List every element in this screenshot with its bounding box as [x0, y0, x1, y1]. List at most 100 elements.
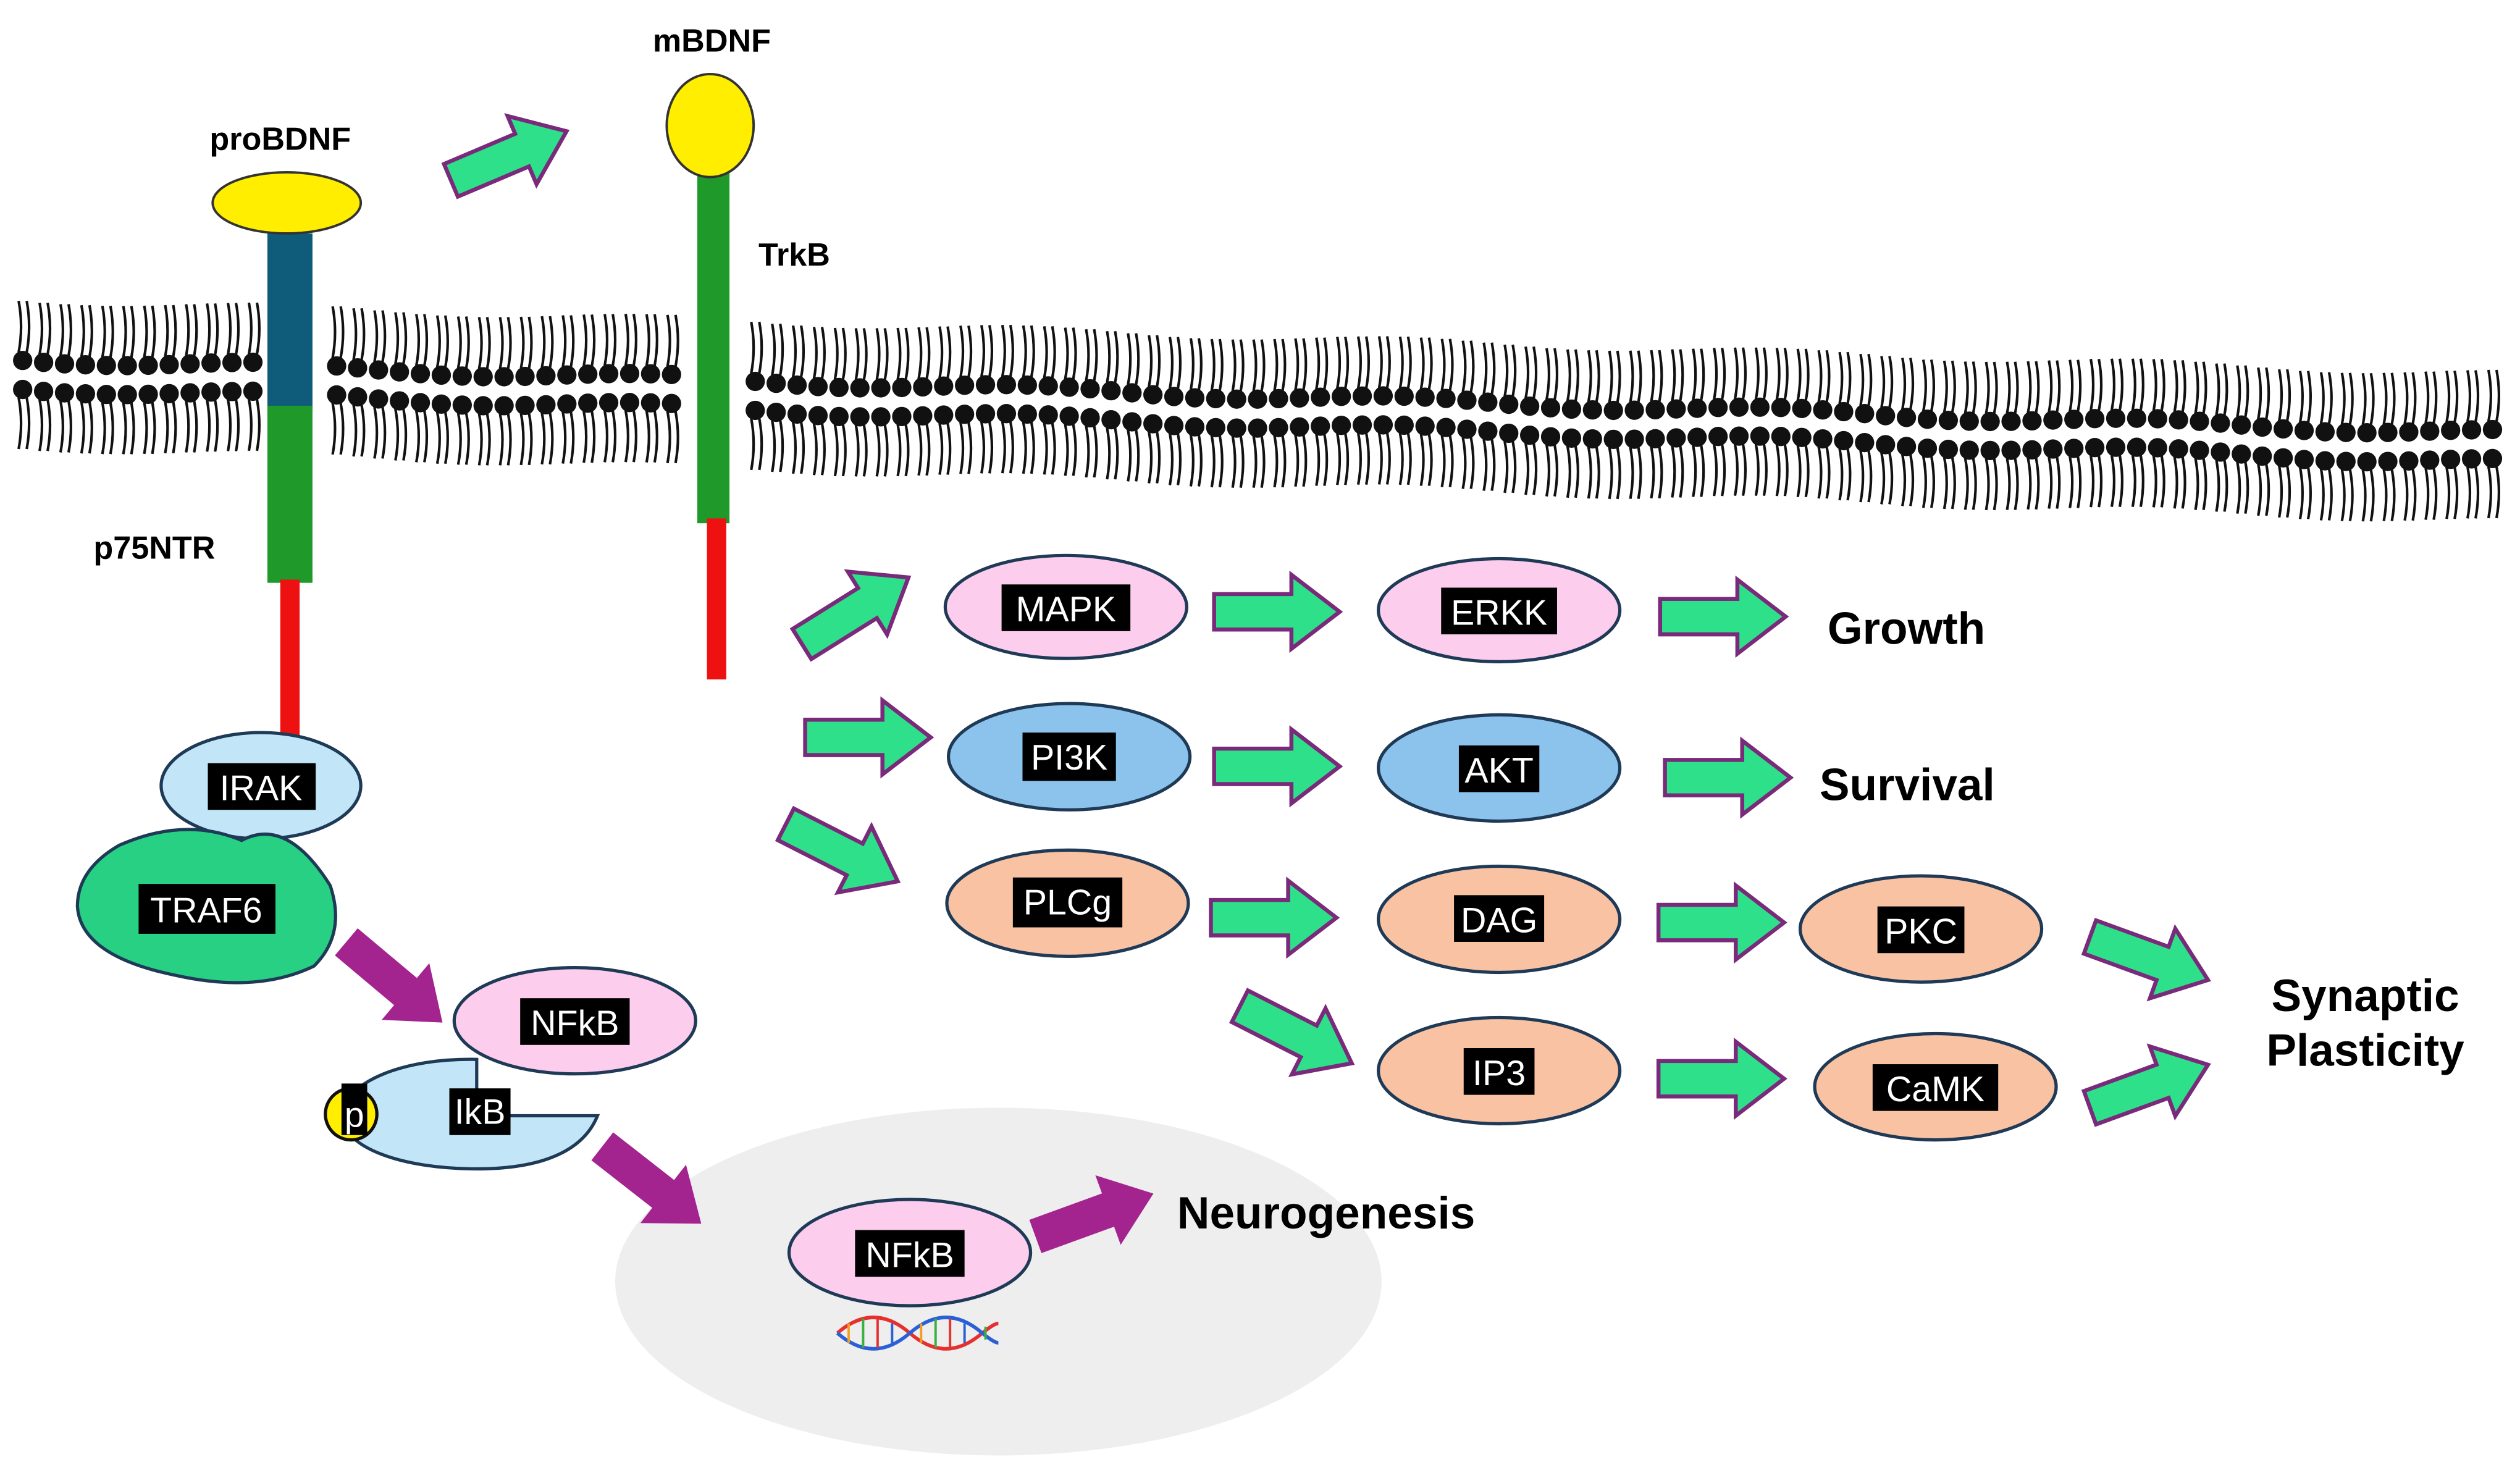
p75ntr-transmembrane-domain — [267, 405, 313, 583]
lipid-molecule — [808, 327, 828, 475]
mbdnf-label: mBDNF — [653, 23, 771, 59]
node-ikb-label: IkB — [455, 1093, 506, 1132]
lipid-molecule — [1604, 351, 1623, 499]
lipid-molecule — [934, 327, 953, 475]
lipid-molecule — [2253, 367, 2272, 516]
lipid-molecule — [1457, 341, 1476, 489]
lipid-molecule — [34, 303, 53, 451]
lipid-molecule — [1499, 345, 1518, 493]
node-nfkb-nucleus-label: NFkB — [865, 1236, 954, 1275]
lipid-molecule — [348, 308, 367, 456]
lipid-molecule — [2483, 370, 2502, 518]
lipid-molecule — [2462, 371, 2481, 519]
lipid-molecule — [2441, 371, 2460, 519]
arrow-erkk-to-growth — [1660, 579, 1786, 653]
lipid-molecule — [390, 313, 409, 461]
arrow-trkb-to-pi3k — [805, 700, 931, 775]
lipid-molecule — [2399, 372, 2418, 521]
lipid-molecule — [1248, 340, 1267, 488]
lipid-molecule — [2064, 360, 2083, 508]
node-plcg: PLCg — [945, 848, 1190, 959]
arrow-traf6-to-nfkb — [322, 913, 466, 1051]
lipid-molecule — [1729, 348, 1749, 496]
lipid-molecule — [2274, 369, 2293, 518]
node-traf6: TRAF6 — [75, 828, 337, 985]
lipid-molecule — [1918, 359, 1937, 508]
lipid-molecule — [620, 314, 639, 462]
lipid-molecule — [1080, 329, 1099, 477]
lipid-molecule — [1520, 346, 1539, 495]
lipid-molecule — [1227, 340, 1246, 488]
p75ntr-label: p75NTR — [93, 531, 215, 566]
arrow-trkb-to-mapk — [783, 546, 928, 675]
trkb-receptor-body — [697, 169, 730, 524]
node-plcg-label: PLCg — [1023, 883, 1112, 923]
lipid-molecule — [1290, 338, 1309, 487]
mbdnf-ligand — [665, 72, 755, 178]
lipid-molecule — [138, 306, 158, 454]
lipid-molecule — [180, 304, 200, 453]
lipid-molecule — [2190, 362, 2209, 510]
lipid-molecule — [1374, 337, 1393, 485]
lipid-molecule — [1939, 361, 1958, 509]
lipid-molecule — [1750, 348, 1770, 496]
lipid-molecule — [1039, 326, 1058, 474]
lipid-molecule — [369, 311, 388, 459]
lipid-molecule — [2001, 362, 2020, 510]
lipid-molecule — [55, 304, 74, 453]
lipid-molecule — [955, 325, 974, 474]
lipid-molecule — [118, 306, 137, 455]
lipid-molecule — [1185, 338, 1204, 487]
node-erkk: ERKK — [1376, 556, 1622, 663]
outcome-survival: Survival — [1820, 760, 1995, 810]
node-ikb: IkB — [340, 1057, 600, 1171]
node-dag: DAG — [1376, 864, 1622, 975]
node-irak: IRAK — [159, 731, 363, 841]
dna-icon — [836, 1316, 999, 1351]
lipid-molecule — [1708, 348, 1728, 496]
lipid-molecule — [850, 329, 870, 477]
trkb-intracellular-domain — [707, 518, 726, 680]
arrow-plcg-to-ip3 — [1223, 973, 1369, 1096]
lipid-molecule — [1771, 348, 1791, 496]
lipid-molecule — [1834, 352, 1853, 500]
lipid-molecule — [243, 303, 262, 451]
lipid-molecule — [1981, 362, 2000, 510]
lipid-molecule — [662, 315, 681, 463]
lipid-molecule — [515, 317, 534, 465]
lipid-molecule — [1395, 337, 1414, 485]
node-akt: AKT — [1376, 713, 1622, 823]
lipid-molecule — [2127, 359, 2146, 507]
lipid-molecule — [1436, 339, 1455, 487]
probdnf-ligand — [211, 170, 363, 235]
lipid-molecule — [1960, 361, 1979, 510]
lipid-molecule — [453, 316, 472, 464]
lipid-molecule — [1018, 325, 1037, 474]
lipid-molecule — [201, 303, 220, 451]
lipid-molecule — [2232, 366, 2251, 514]
arrow-dag-to-pkc — [1658, 886, 1784, 960]
lipid-molecule — [1687, 349, 1707, 497]
node-dag-label: DAG — [1461, 901, 1537, 940]
cell-membrane — [13, 301, 2502, 521]
lipid-molecule — [1478, 343, 1497, 491]
arrow-probdnf-to-mbdnf — [437, 97, 581, 214]
lipid-molecule — [2148, 359, 2167, 508]
lipid-molecule — [1164, 337, 1183, 485]
node-nfkb-nucleus: NFkB — [787, 1198, 1033, 1308]
lipid-molecule — [830, 328, 849, 476]
outcome-neurogenesis: Neurogenesis — [1177, 1188, 1476, 1238]
lipid-molecule — [2106, 359, 2125, 507]
lipid-molecule — [2022, 361, 2041, 510]
node-pi3k: PI3K — [946, 702, 1192, 812]
lipid-molecule — [1645, 350, 1665, 498]
lipid-molecule — [1792, 349, 1812, 497]
lipid-molecule — [746, 322, 765, 470]
lipid-molecule — [1311, 338, 1330, 486]
lipid-molecule — [2043, 361, 2062, 509]
arrow-akt-to-survival — [1665, 741, 1791, 815]
lipid-molecule — [494, 317, 513, 466]
lipid-molecule — [1101, 331, 1120, 479]
node-mapk-label: MAPK — [1016, 590, 1116, 629]
lipid-molecule — [1332, 337, 1351, 485]
